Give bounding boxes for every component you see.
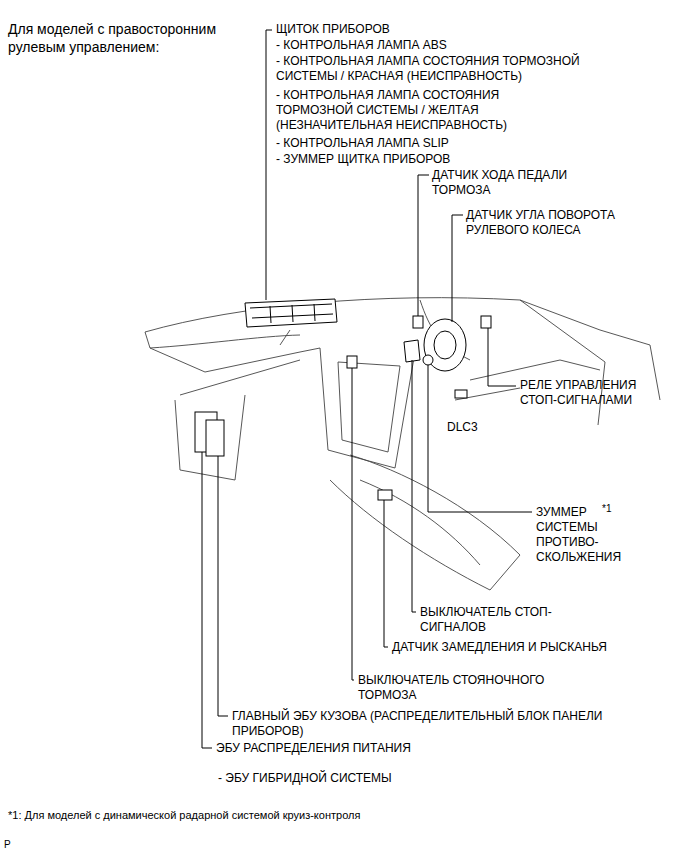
- part-label: ГЛАВНЫЙ ЭБУ КУЗОВА (РАСПРЕДЕЛИТЕЛЬНЫЙ БЛ…: [232, 709, 637, 739]
- part-label: ДАТЧИК ЗАМЕДЛЕНИЯ И РЫСКАНЬЯ: [392, 640, 607, 655]
- part-label: ЭБУ РАСПРЕДЕЛЕНИЯ ПИТАНИЯ: [216, 741, 411, 756]
- part-label: ДАТЧИК УГЛА ПОВОРОТА РУЛЕВОГО КОЛЕСА: [466, 208, 646, 238]
- part-label: - КОНТРОЛЬНАЯ ЛАМПА СОСТОЯНИЯ ТОРМОЗНОЙ …: [276, 88, 566, 133]
- part-label: DLC3: [447, 420, 478, 435]
- part-label: - КОНТРОЛЬНАЯ ЛАМПА СОСТОЯНИЯ ТОРМОЗНОЙ …: [276, 54, 628, 84]
- steering-angle-sensor: [424, 319, 466, 371]
- dashboard-outline: [145, 298, 660, 590]
- part-label: ЩИТОК ПРИБОРОВ: [276, 22, 390, 37]
- page-mark: P: [4, 838, 11, 851]
- footnote-caption: *1: Для моделей с динамической радарной …: [8, 808, 360, 822]
- part-label: - КОНТРОЛЬНАЯ ЛАМПА SLIP: [276, 136, 449, 151]
- part-label: РЕЛЕ УПРАВЛЕНИЯ СТОП-СИГНАЛАМИ: [520, 378, 670, 408]
- footnote-mark: *1: [602, 502, 611, 515]
- part-label: - ЗУММЕР ЩИТКА ПРИБОРОВ: [276, 152, 450, 167]
- part-label: - КОНТРОЛЬНАЯ ЛАМПА ABS: [276, 38, 447, 53]
- diagram-title: Для моделей с правосторонним рулевым упр…: [8, 20, 253, 56]
- instrument-cluster: [245, 299, 337, 327]
- part-label: ВЫКЛЮЧАТЕЛЬ СТОП-СИГНАЛОВ: [420, 605, 560, 635]
- component-parts: [195, 316, 491, 500]
- part-label: - ЭБУ ГИБРИДНОЙ СИСТЕМЫ: [218, 771, 392, 786]
- part-label: ДАТЧИК ХОДА ПЕДАЛИ ТОРМОЗА: [432, 168, 582, 198]
- part-label: СИСТЕМЫ ПРОТИВО- СКОЛЬЖЕНИЯ: [536, 520, 636, 565]
- part-label: ЗУММЕР: [536, 505, 587, 520]
- part-label: ВЫКЛЮЧАТЕЛЬ СТОЯНОЧНОГО ТОРМОЗА: [358, 673, 588, 703]
